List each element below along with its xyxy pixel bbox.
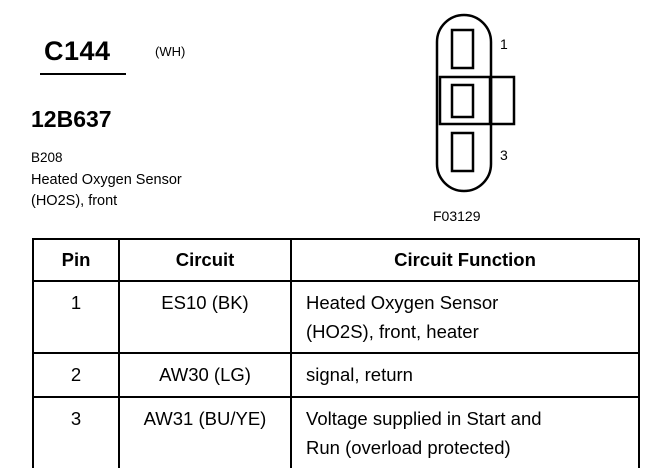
component-code: B208 [31,150,63,165]
connector-latch [489,75,516,126]
function-line: Voltage supplied in Start and [306,408,542,429]
connector-face-diagram [435,13,516,193]
header-pin: Pin [32,238,120,282]
table-row: 2 AW30 (LG) signal, return [32,352,640,398]
cell-circuit-function: Heated Oxygen Sensor (HO2S), front, heat… [290,280,640,354]
component-description-line2: (HO2S), front [31,193,118,209]
cell-pin: 2 [32,352,120,398]
connector-id: C144 [44,36,111,66]
cell-circuit: AW31 (BU/YE) [118,396,292,468]
cell-circuit-function: signal, return [290,352,640,398]
table-header-row: Pin Circuit Circuit Function [32,238,640,282]
table-row: 3 AW31 (BU/YE) Voltage supplied in Start… [32,396,640,468]
connector-body-outline [435,13,493,193]
cell-pin: 1 [32,280,120,354]
pin-table: Pin Circuit Circuit Function 1 ES10 (BK)… [32,238,640,468]
pin-label-3: 3 [500,147,508,163]
cell-circuit-function: Voltage supplied in Start and Run (overl… [290,396,640,468]
cell-circuit: ES10 (BK) [118,280,292,354]
pin-label-1: 1 [500,36,508,52]
cell-pin: 3 [32,396,120,468]
function-line: signal, return [306,364,413,385]
function-line: (HO2S), front, heater [306,321,479,342]
pin-cavity-1 [450,28,475,70]
component-description-line1: Heated Oxygen Sensor [31,172,182,188]
cell-circuit: AW30 (LG) [118,352,292,398]
pin-cavity-2-frame [438,75,492,126]
wire-color-label: (WH) [155,44,186,59]
header-circuit-function: Circuit Function [290,238,640,282]
part-number: 12B637 [31,106,112,132]
connector-id-underline [40,73,126,75]
function-line: Heated Oxygen Sensor [306,292,499,313]
pin-cavity-3 [450,131,475,173]
pin-cavity-2 [450,83,475,119]
table-row: 1 ES10 (BK) Heated Oxygen Sensor (HO2S),… [32,280,640,354]
figure-code: F03129 [433,208,481,224]
component-description: Heated Oxygen Sensor (HO2S), front [31,170,182,212]
function-line: Run (overload protected) [306,437,511,458]
header-circuit: Circuit [118,238,292,282]
